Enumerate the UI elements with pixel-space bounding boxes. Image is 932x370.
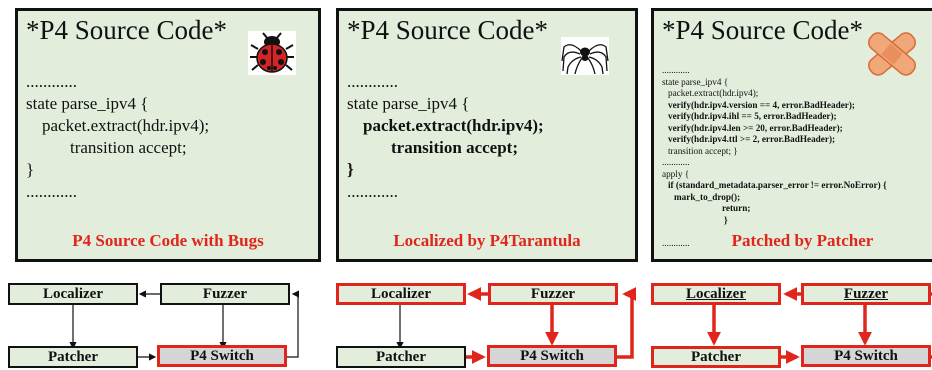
code-line: ............ — [662, 157, 690, 167]
code-block: ............ state parse_ipv4 { packet.e… — [347, 71, 544, 203]
code-line: return; — [722, 203, 751, 213]
localizer-label: Localizer — [686, 285, 746, 302]
localizer-box: Localizer — [336, 283, 466, 305]
code-line: } — [347, 160, 354, 179]
fuzzer-box: Fuzzer — [160, 283, 290, 305]
fuzzer-box: Fuzzer — [488, 283, 618, 305]
p4-switch-label: P4 Switch — [520, 347, 584, 364]
code-line: if (standard_metadata.parser_error != er… — [668, 180, 887, 190]
patcher-label: Patcher — [691, 348, 741, 365]
patcher-box: Patcher — [336, 346, 466, 368]
localizer-box: Localizer — [8, 283, 138, 305]
ladybug-icon — [248, 31, 296, 75]
localizer-label: Localizer — [371, 285, 431, 302]
code-line: verify(hdr.ipv4.ttl >= 2, error.BadHeade… — [668, 134, 836, 144]
bandage-icon — [868, 32, 916, 76]
code-line: state parse_ipv4 { — [26, 94, 149, 113]
localizer-label: Localizer — [43, 285, 103, 302]
p4-switch-label: P4 Switch — [834, 347, 898, 364]
panel-localized-code: *P4 Source Code* ............ state pars… — [336, 8, 638, 262]
code-line: verify(hdr.ipv4.len >= 20, error.BadHead… — [668, 122, 843, 133]
code-line: transition accept; } — [668, 145, 738, 156]
fuzzer-box: Fuzzer — [801, 283, 931, 305]
panel-caption: Localized by P4Tarantula — [393, 231, 581, 250]
localizer-box: Localizer — [651, 283, 781, 305]
p4-switch-label: P4 Switch — [190, 347, 254, 364]
patcher-box: Patcher — [651, 346, 781, 368]
fuzzer-label: Fuzzer — [530, 285, 576, 302]
panel-title: *P4 Source Code* — [347, 15, 548, 45]
panel-title: *P4 Source Code* — [662, 15, 863, 45]
code-line: transition accept; — [70, 138, 187, 157]
p4-switch-box: P4 Switch — [487, 345, 617, 367]
code-line: verify(hdr.ipv4.version == 4, error.BadH… — [668, 99, 855, 110]
patcher-label: Patcher — [376, 348, 426, 365]
code-line: mark_to_drop(); — [674, 191, 741, 202]
code-line: packet.extract(hdr.ipv4); — [363, 116, 544, 135]
code-block: ............ state parse_ipv4 { packet.e… — [662, 65, 887, 248]
panel-patched-code: *P4 Source Code* ............ state pars… — [651, 8, 932, 262]
code-line: } — [26, 160, 35, 179]
panel-buggy-code: *P4 Source Code* ............ state pars… — [15, 8, 321, 262]
code-line: ............ — [26, 182, 77, 201]
patcher-box: Patcher — [8, 346, 138, 368]
p4-switch-box: P4 Switch — [157, 345, 287, 367]
panel-title: *P4 Source Code* — [26, 15, 227, 45]
fuzzer-label: Fuzzer — [843, 285, 889, 302]
code-line: state parse_ipv4 { — [347, 94, 470, 113]
panel-caption: Patched by Patcher — [731, 231, 874, 250]
code-line: ............ — [347, 182, 398, 201]
code-line: ............ — [26, 72, 77, 91]
patcher-label: Patcher — [48, 348, 98, 365]
code-line: } — [724, 214, 728, 225]
code-line: packet.extract(hdr.ipv4); — [42, 116, 210, 135]
code-line: transition accept; — [391, 138, 519, 157]
code-line: ............ — [662, 238, 690, 248]
fuzzer-label: Fuzzer — [202, 285, 248, 302]
code-block: ............ state parse_ipv4 { packet.e… — [26, 71, 209, 203]
code-line: packet.extract(hdr.ipv4); — [668, 88, 759, 98]
code-line: verify(hdr.ipv4.ihl == 5, error.BadHeade… — [668, 111, 837, 121]
spider-icon — [561, 37, 609, 75]
code-line: state parse_ipv4 { — [662, 76, 729, 87]
code-line: ............ — [662, 65, 690, 75]
code-line: apply { — [662, 168, 690, 179]
code-line: ............ — [347, 72, 398, 91]
panel-caption: P4 Source Code with Bugs — [72, 231, 264, 250]
p4-switch-box: P4 Switch — [801, 345, 931, 367]
